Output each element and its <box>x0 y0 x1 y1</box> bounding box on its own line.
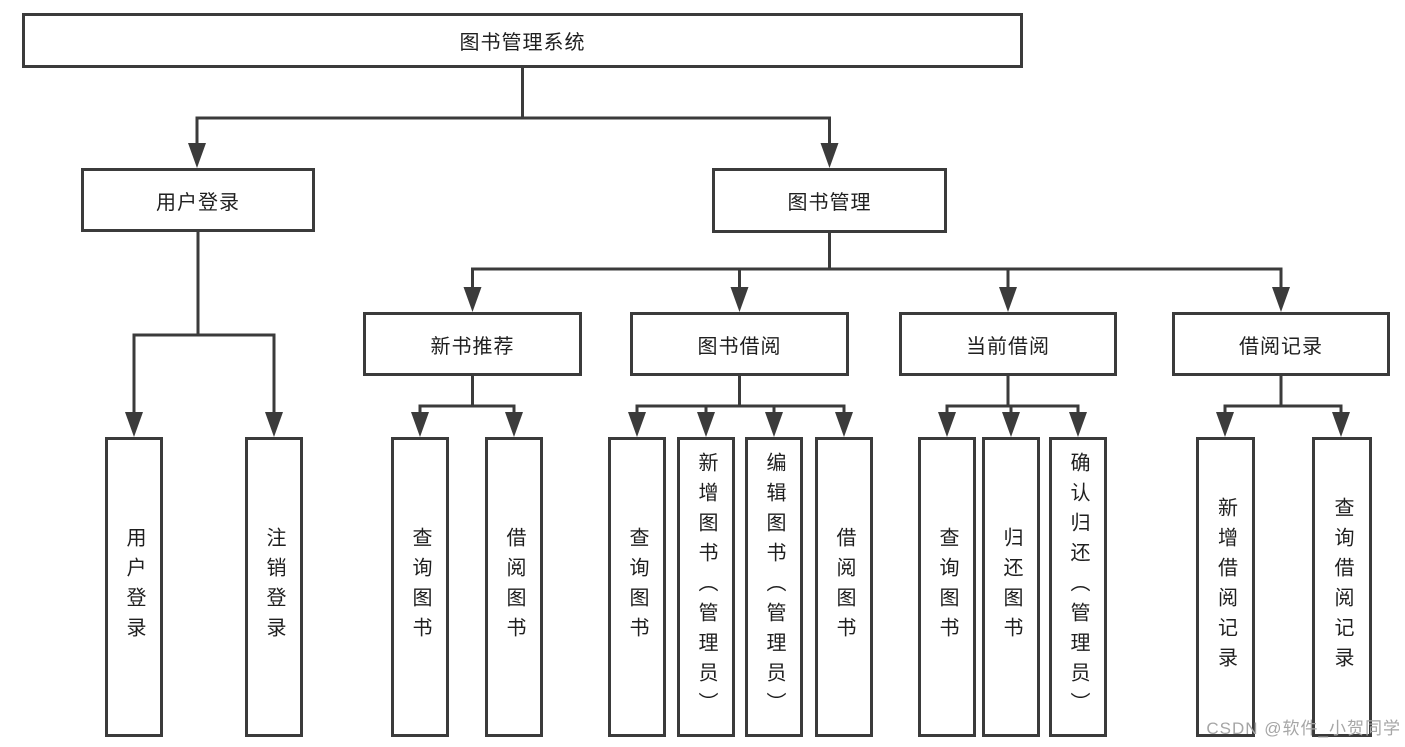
leaf-bb-borrow-books-label: 借阅图书 <box>833 527 855 647</box>
arrowhead <box>1069 412 1087 437</box>
leaf-cb-return-books-label: 归还图书 <box>1000 527 1022 647</box>
node-book-mgmt-box: 图书管理 <box>712 168 947 233</box>
leaf-nbr-borrow-books-box: 借阅图书 <box>485 437 543 737</box>
arrowhead <box>1216 412 1234 437</box>
leaf-user-login-label: 用户登录 <box>123 527 145 647</box>
leaf-user-login-box: 用户登录 <box>105 437 163 737</box>
node-current-borrow-box: 当前借阅 <box>899 312 1117 376</box>
arrowhead <box>938 412 956 437</box>
arrowhead <box>125 412 143 437</box>
leaf-nbr-query-books-label: 查询图书 <box>409 527 431 647</box>
arrowhead <box>505 412 523 437</box>
leaf-br-query-record-label: 查询借阅记录 <box>1331 497 1353 677</box>
leaf-bb-edit-books-label: 编辑图书（管理员） <box>763 452 785 722</box>
arrowhead <box>730 287 749 312</box>
node-new-book-rec-label: 新书推荐 <box>430 335 515 358</box>
connector-new-book-rec-to-leaves <box>411 376 523 437</box>
arrowhead <box>1272 287 1290 312</box>
connector-user-login-to-leaves <box>125 232 283 437</box>
leaf-br-add-record-label: 新增借阅记录 <box>1214 497 1237 677</box>
connector-borrow-records-to-leaves <box>1216 376 1350 437</box>
arrowhead <box>999 287 1017 312</box>
arrowhead <box>411 412 429 437</box>
arrowhead <box>765 412 783 437</box>
leaf-br-add-record-box: 新增借阅记录 <box>1196 437 1255 737</box>
leaf-cb-confirm-return-label: 确认归还（管理员） <box>1067 452 1089 722</box>
node-root-box: 图书管理系统 <box>22 13 1023 68</box>
arrowhead <box>835 412 853 437</box>
node-new-book-rec-box: 新书推荐 <box>363 312 582 376</box>
node-borrow-records-label: 借阅记录 <box>1239 335 1323 358</box>
arrowhead <box>463 287 482 312</box>
node-book-borrow-label: 图书借阅 <box>697 335 782 358</box>
arrowhead <box>820 143 839 168</box>
leaf-nbr-query-books-box: 查询图书 <box>391 437 449 737</box>
node-book-mgmt-label: 图书管理 <box>787 192 872 214</box>
node-current-borrow-label: 当前借阅 <box>966 335 1050 358</box>
leaf-cb-return-books-box: 归还图书 <box>982 437 1040 737</box>
connector-current-borrow-to-leaves <box>938 376 1087 437</box>
node-root-label: 图书管理系统 <box>459 32 586 54</box>
arrowhead <box>628 412 646 437</box>
node-user-login-label: 用户登录 <box>156 191 240 214</box>
leaf-logout-label: 注销登录 <box>263 527 285 647</box>
arrowhead <box>188 143 206 168</box>
arrowhead <box>697 412 715 437</box>
arrowhead <box>265 412 283 437</box>
leaf-br-query-record-box: 查询借阅记录 <box>1312 437 1372 737</box>
arrowhead <box>1332 412 1350 437</box>
leaf-bb-add-books-label: 新增图书（管理员） <box>695 452 717 722</box>
connector-book-mgmt-to-level3 <box>463 233 1290 312</box>
leaf-logout-box: 注销登录 <box>245 437 303 737</box>
csdn-watermark: CSDN @软件_小贺同学 <box>1206 719 1401 738</box>
leaf-bb-add-books-box: 新增图书（管理员） <box>677 437 735 737</box>
node-borrow-records-box: 借阅记录 <box>1172 312 1390 376</box>
node-user-login-box: 用户登录 <box>81 168 315 232</box>
leaf-bb-edit-books-box: 编辑图书（管理员） <box>745 437 803 737</box>
leaf-bb-query-books-box: 查询图书 <box>608 437 666 737</box>
leaf-cb-confirm-return-box: 确认归还（管理员） <box>1049 437 1107 737</box>
leaf-cb-query-books-label: 查询图书 <box>936 527 958 647</box>
leaf-nbr-borrow-books-label: 借阅图书 <box>503 527 525 647</box>
node-book-borrow-box: 图书借阅 <box>630 312 849 376</box>
connector-book-borrow-to-leaves <box>628 376 853 437</box>
leaf-bb-query-books-label: 查询图书 <box>626 527 648 647</box>
leaf-bb-borrow-books-box: 借阅图书 <box>815 437 873 737</box>
leaf-cb-query-books-box: 查询图书 <box>918 437 976 737</box>
connector-root-to-level2 <box>188 68 839 168</box>
arrowhead <box>1002 412 1020 437</box>
